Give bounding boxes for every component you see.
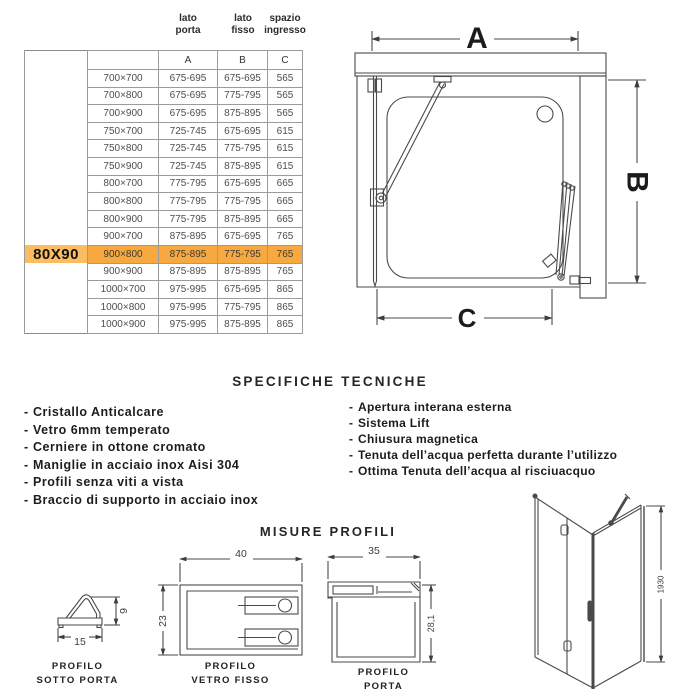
folding-door — [541, 180, 592, 285]
dimension-width — [57, 628, 103, 642]
profile-vetro-fisso-drawing: 40 23 — [157, 548, 303, 656]
label-b: B — [621, 171, 654, 193]
dim-35: 35 — [368, 545, 380, 557]
label-profilo-sotto-porta: PROFILO SOTTO PORTA — [36, 661, 119, 686]
header-line: spazio — [269, 13, 301, 24]
list-item: -Maniglie in acciaio inox Aisi 304 — [24, 457, 240, 472]
list-item: -Chiusura magnetica — [349, 431, 479, 446]
dim-28-1: 28,1 — [426, 615, 436, 633]
dimension-c — [376, 289, 553, 325]
column-header-spazio-ingresso: spazio ingresso — [253, 13, 317, 37]
list-item: -Sistema Lift — [349, 415, 430, 430]
dim-23: 23 — [157, 615, 169, 627]
label-a: A — [466, 22, 488, 55]
spec-list-right: -Apertura interana esterna -Sistema Lift… — [349, 400, 617, 479]
label-c: C — [458, 303, 477, 333]
list-item: -Tenuta dell’acqua perfetta durante l’ut… — [349, 447, 618, 462]
column-header-lato-porta: lato porta — [156, 13, 220, 37]
right-glass-panel — [592, 504, 645, 689]
profiles-section-title: MISURE PROFILI — [259, 524, 397, 539]
profile-porta-drawing: 35 28,1 — [327, 545, 436, 663]
hinge-bottom — [563, 640, 572, 652]
door-latch — [569, 275, 580, 285]
header-line: ingresso — [264, 25, 306, 36]
support-bar — [608, 493, 631, 526]
door-profile-outline — [327, 581, 421, 663]
highlight-size-label: 80X90 — [24, 245, 88, 264]
dimension-width — [179, 556, 303, 582]
door-3d-view: 1930 — [532, 493, 666, 689]
dim-1930: 1930 — [657, 575, 666, 593]
dim-15: 15 — [74, 636, 86, 648]
drain-circle — [536, 105, 554, 123]
hinge-top — [560, 524, 569, 536]
door-handle — [587, 600, 593, 622]
spec-section-title: SPECIFICHE TECNICHE — [232, 374, 428, 389]
dimension-height-1930 — [646, 505, 665, 663]
column-header-lato-fisso: lato fisso — [211, 13, 275, 37]
dimension-b — [608, 79, 646, 284]
col-c: C — [267, 50, 303, 70]
dim-40: 40 — [235, 548, 247, 560]
header-line: porta — [175, 25, 201, 36]
list-item: -Profili senza viti a vista — [24, 475, 184, 490]
label-profilo-porta: PROFILO PORTA — [357, 667, 410, 692]
dimension-width — [327, 554, 421, 579]
list-item: -Cerniere in ottone cromato — [24, 440, 206, 455]
enclosure-outline — [356, 76, 580, 288]
header-line: fisso — [231, 25, 255, 36]
channel-outline — [179, 584, 303, 656]
open-door-panel — [367, 76, 383, 288]
glass-clip-bottom — [238, 628, 299, 647]
header-line: lato — [234, 13, 252, 24]
dimension-height — [90, 596, 120, 626]
spec-list-left: -Cristallo Anticalcare -Vetro 6mm temper… — [24, 404, 258, 510]
seal-fin — [65, 594, 101, 619]
col-a: A — [158, 50, 218, 70]
door-profile-inner — [336, 602, 416, 658]
list-item: -Braccio di supporto in acciaio inox — [24, 492, 259, 507]
right-fixed-panel — [579, 75, 607, 299]
dimension-height — [158, 584, 178, 656]
seal-base — [57, 617, 103, 626]
list-item: -Cristallo Anticalcare — [24, 405, 164, 419]
dim-9: 9 — [118, 608, 130, 614]
col-b: B — [217, 50, 268, 70]
dimension-height — [422, 584, 436, 663]
shower-tray — [386, 96, 564, 279]
label-profilo-vetro-fisso: PROFILO VETRO FISSO — [191, 661, 270, 686]
door-hinge-top — [367, 78, 375, 93]
table-header-row: A B C — [24, 50, 303, 70]
profile-sotto-porta-drawing: 15 9 — [57, 594, 130, 648]
dimension-a — [371, 31, 579, 51]
left-glass-panel — [532, 493, 594, 689]
list-item: -Apertura interana esterna — [349, 400, 512, 414]
list-item: -Ottima Tenuta dell’acqua al risciuacquo — [349, 463, 596, 478]
list-item: -Vetro 6mm temperato — [24, 422, 171, 437]
support-arm — [369, 75, 452, 207]
glass-clip-top — [238, 596, 299, 615]
plan-view-drawing: A B C — [354, 22, 654, 333]
top-fixed-panel — [354, 52, 607, 77]
header-line: lato — [179, 13, 197, 24]
